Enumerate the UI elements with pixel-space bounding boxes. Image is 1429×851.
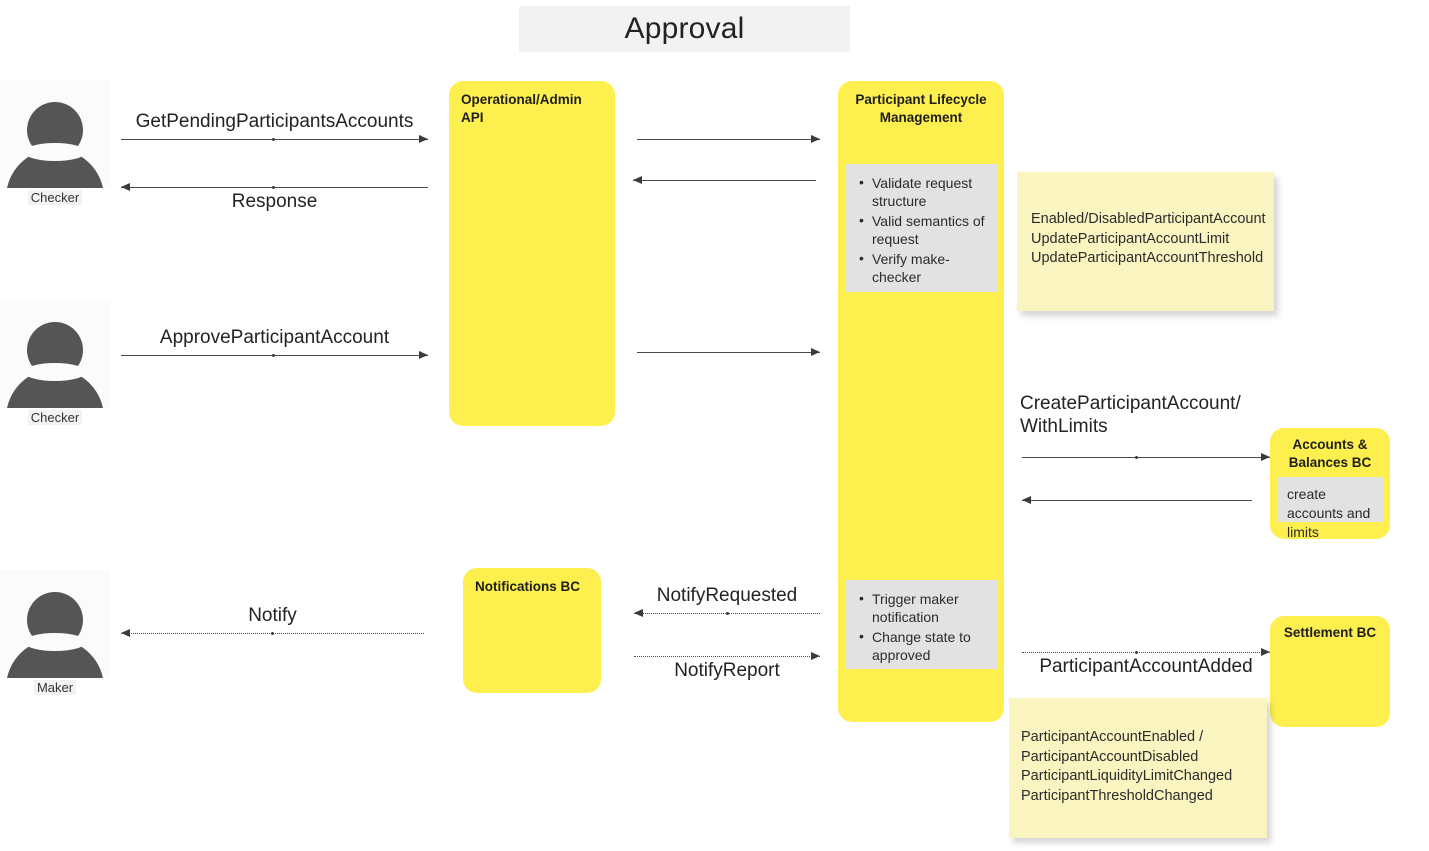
sticky-note-events: ParticipantAccountEnabled / ParticipantA… xyxy=(1009,698,1267,838)
person-icon xyxy=(0,300,110,408)
message-create-participant-account-label: CreateParticipantAccount/ WithLimits xyxy=(1020,393,1241,438)
sticky-note-commands: Enabled/DisabledParticipantAccount Updat… xyxy=(1017,172,1274,311)
note-accounts-balances: create accounts and limits xyxy=(1277,477,1383,540)
lane-title: Notifications BC xyxy=(475,579,581,594)
person-icon xyxy=(0,80,110,188)
page-title-banner: Approval xyxy=(519,6,850,52)
message-label: NotifyRequested xyxy=(656,585,798,607)
lane-settlement-bc[interactable]: Settlement BC xyxy=(1270,616,1390,727)
actor-label: Maker xyxy=(33,680,77,695)
message-label: GetPendingParticipantsAccounts xyxy=(135,111,414,133)
lane-operational-admin-api[interactable]: Operational/Admin API xyxy=(449,81,615,426)
note-item: Valid semantics of request xyxy=(857,211,987,249)
message-label: ApproveParticipantAccount xyxy=(159,327,390,349)
actor-label: Checker xyxy=(27,190,83,205)
note-text: create accounts and limits xyxy=(1287,486,1371,540)
message-label: Notify xyxy=(248,605,297,627)
note-plm-validation: Validate request structure Valid semanti… xyxy=(845,164,997,292)
sticky-note-text: Enabled/DisabledParticipantAccount Updat… xyxy=(1031,211,1266,267)
sticky-note-text: ParticipantAccountEnabled / ParticipantA… xyxy=(1021,729,1233,805)
lane-title: Participant Lifecycle Management xyxy=(855,92,987,126)
lane-title: Accounts & Balances BC xyxy=(1288,437,1372,471)
actor-checker-mid[interactable]: Checker xyxy=(0,300,110,427)
actor-checker-top[interactable]: Checker xyxy=(0,80,110,207)
actor-label: Checker xyxy=(27,410,83,425)
note-item: Trigger maker notification xyxy=(857,589,987,627)
lane-title: Operational/Admin API xyxy=(461,92,582,126)
message-label: ParticipantAccountAdded xyxy=(1039,656,1253,677)
lane-notifications-bc[interactable]: Notifications BC xyxy=(463,568,601,693)
note-item: Validate request structure xyxy=(857,173,987,211)
person-icon xyxy=(0,570,110,678)
message-label: Response xyxy=(231,191,318,212)
page-title: Approval xyxy=(624,12,745,45)
actor-maker-bottom[interactable]: Maker xyxy=(0,570,110,697)
note-item: Verify make-checker xyxy=(857,249,987,287)
lane-title: Settlement BC xyxy=(1283,625,1377,640)
message-label: NotifyReport xyxy=(674,660,780,681)
note-item: Change state to approved xyxy=(857,627,987,665)
note-plm-notification: Trigger maker notification Change state … xyxy=(845,580,997,669)
